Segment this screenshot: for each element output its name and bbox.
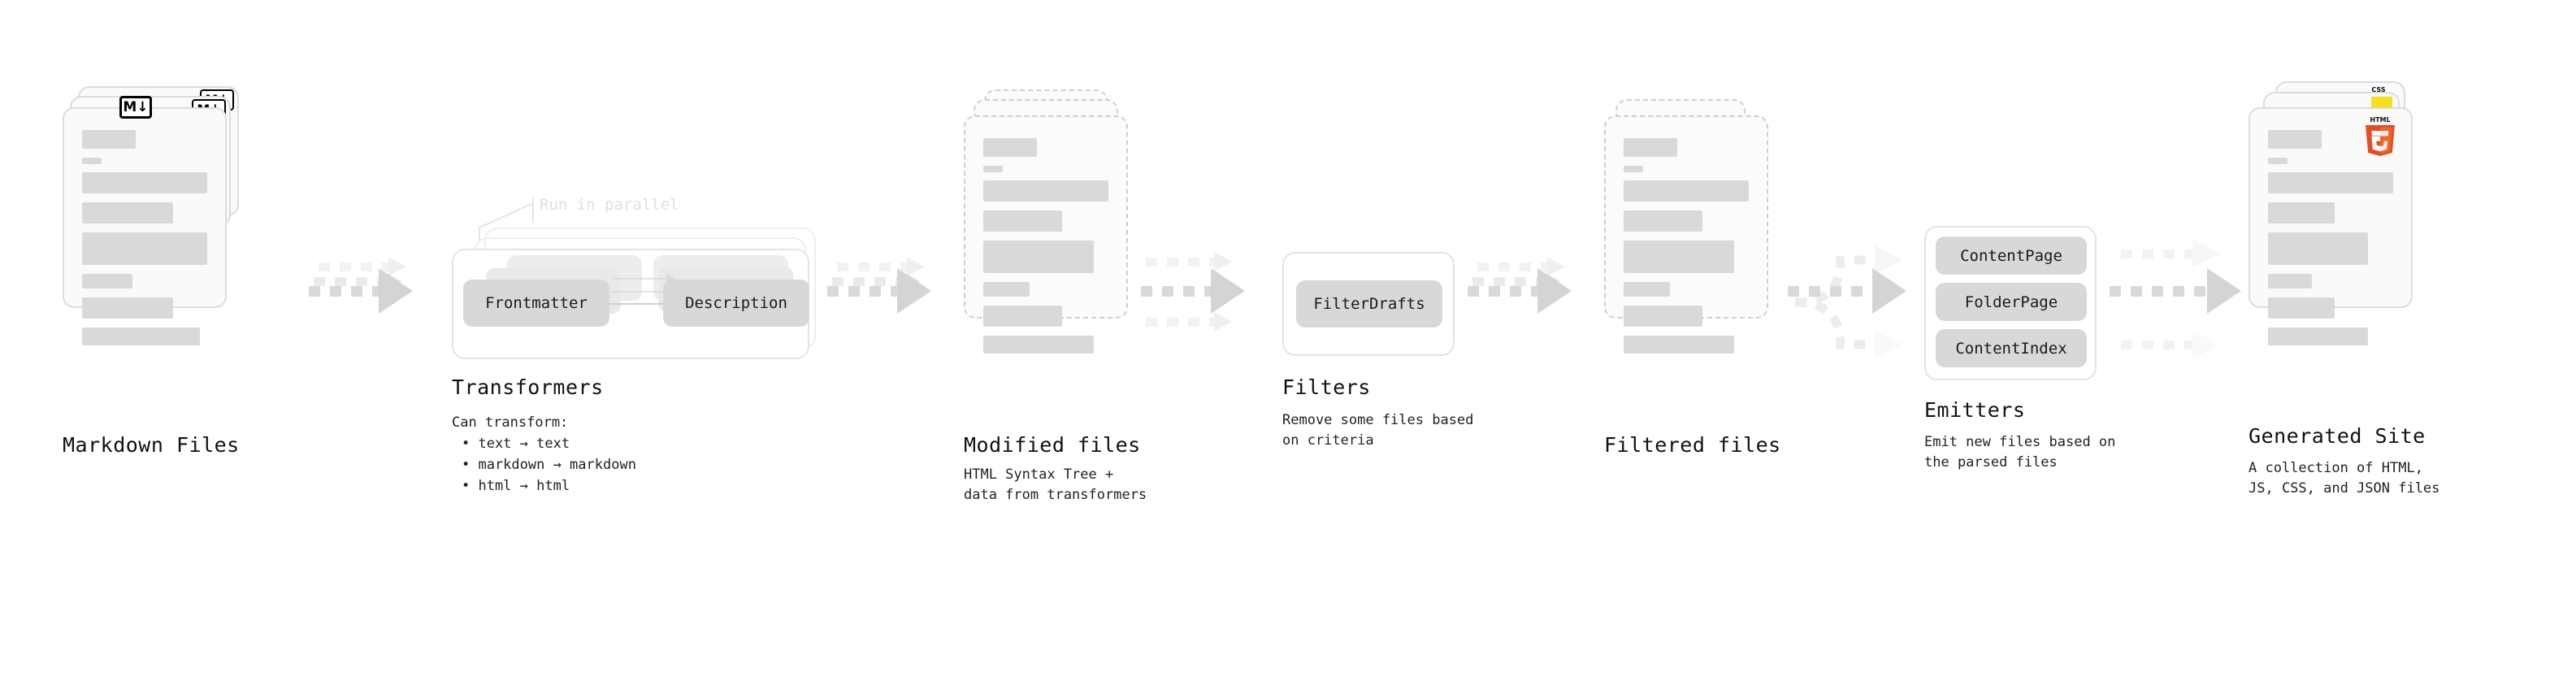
content-bar	[1624, 210, 1703, 232]
content-bar	[983, 138, 1037, 157]
site-file-card-front	[2249, 107, 2413, 345]
content-bar	[983, 166, 1003, 172]
markdown-icon-label: M↓	[123, 98, 149, 115]
content-bar	[82, 297, 174, 319]
modified-file-card-front	[964, 115, 1128, 354]
content-bar	[1624, 336, 1734, 354]
emitter-chip-contentindex[interactable]: ContentIndex	[1936, 329, 2087, 367]
transformer-inner-arrow-1	[605, 299, 672, 309]
arrow-layer-3	[2121, 239, 2227, 268]
content-bar	[82, 202, 174, 223]
run-in-parallel-bracket	[479, 197, 534, 241]
content-bar	[2268, 232, 2369, 265]
emitter-chip-contentindex-label: ContentIndex	[1955, 339, 2067, 358]
content-bar	[1624, 241, 1734, 273]
arrow-layer-1	[827, 268, 931, 314]
content-bar	[983, 282, 1030, 297]
site-card-bars	[2268, 130, 2393, 354]
arrow-layer-1	[1468, 268, 1572, 314]
content-bar	[1624, 138, 1677, 157]
content-bar	[82, 130, 136, 149]
markdown-file-card-front	[63, 107, 227, 345]
transformers-bullet-1: • text → text	[462, 436, 570, 452]
content-bar	[2268, 158, 2288, 164]
content-bar	[983, 210, 1063, 232]
arrow-layer-3b	[2121, 330, 2227, 359]
content-bar	[2268, 202, 2335, 223]
transformers-bullet-2: • markdown → markdown	[462, 457, 636, 473]
content-bar	[82, 158, 102, 164]
arrow-layer-3b	[1146, 312, 1234, 332]
stage-label-emitters: Emitters	[1924, 398, 2026, 422]
content-bar	[983, 306, 1063, 327]
emitter-chip-contentpage[interactable]: ContentPage	[1936, 236, 2087, 275]
stage-label-markdown-files: Markdown Files	[63, 433, 240, 457]
content-bar	[1624, 282, 1670, 297]
content-bar	[1624, 306, 1703, 327]
content-bar	[82, 172, 207, 193]
stage-label-modified-files: Modified files	[964, 433, 1141, 457]
filtered-file-card-front	[1604, 115, 1768, 354]
emitters-caption-line-2: the parsed files	[1924, 454, 2058, 471]
arrow-layer-1	[1788, 268, 1910, 314]
transformer-chip-frontmatter-label: Frontmatter	[485, 294, 588, 312]
content-bar	[2268, 130, 2322, 149]
content-bar	[983, 241, 1094, 273]
stage-label-transformers: Transformers	[452, 375, 604, 399]
content-bar	[2268, 172, 2393, 193]
content-bar	[2268, 297, 2335, 319]
content-bar	[82, 232, 207, 265]
transformers-bullet-3: • html → html	[462, 478, 570, 494]
arrow-layer-1	[309, 268, 413, 314]
generated-site-caption-line-2: JS, CSS, and JSON files	[2249, 480, 2440, 497]
content-bar	[983, 180, 1108, 202]
stage-label-filtered-files: Filtered files	[1604, 433, 1781, 457]
modified-card-bars	[983, 138, 1108, 362]
emitters-caption-line-1: Emit new files based on	[1924, 434, 2116, 450]
transformer-chip-frontmatter[interactable]: Frontmatter	[463, 280, 609, 327]
modified-files-caption-line-2: data from transformers	[964, 487, 1147, 503]
transformers-caption: Can transform:	[452, 414, 569, 431]
generated-site-caption-line-1: A collection of HTML,	[2249, 460, 2423, 476]
stage-label-filters: Filters	[1282, 375, 1371, 399]
run-in-parallel-note: Run in parallel	[540, 196, 679, 214]
content-bar	[1624, 180, 1749, 202]
filtered-card-bars	[1624, 138, 1749, 362]
css-icon-label: CSS	[2371, 86, 2386, 93]
stage-label-generated-site: Generated Site	[2249, 424, 2426, 448]
html5-icon: HTML	[2366, 116, 2395, 156]
arrow-fan-head-bottom	[1875, 330, 1910, 359]
modified-files-caption-line-1: HTML Syntax Tree +	[964, 466, 1114, 483]
filters-caption-line-2: on criteria	[1282, 432, 1374, 449]
content-bar	[2268, 274, 2312, 288]
content-bar	[2268, 327, 2369, 345]
emitter-chip-folderpage-label: FolderPage	[1964, 293, 2058, 311]
transformer-chip-description[interactable]: Description	[663, 280, 809, 327]
content-bar	[1624, 166, 1643, 172]
transformer-chip-description-label: Description	[685, 294, 787, 312]
filters-caption-line-1: Remove some files based	[1282, 412, 1474, 428]
transformer-inner-arrow-3	[613, 274, 675, 284]
markdown-card-bars	[82, 130, 207, 354]
content-bar	[983, 336, 1094, 354]
markdown-icon: M↓	[119, 96, 152, 119]
arrow-layer-3	[1146, 252, 1234, 271]
filter-chip-filterdrafts[interactable]: FilterDrafts	[1296, 280, 1442, 327]
emitter-chip-folderpage[interactable]: FolderPage	[1936, 283, 2087, 321]
js-icon	[2371, 97, 2392, 110]
filter-chip-filterdrafts-label: FilterDrafts	[1313, 295, 1425, 313]
content-bar	[82, 327, 200, 345]
arrow-fan-head-top	[1875, 245, 1910, 275]
arrow-layer-1	[1141, 268, 1245, 314]
svg-text:HTML: HTML	[2370, 116, 2390, 124]
arrow-layer-1	[2110, 268, 2241, 314]
arrow-fan-paths	[1794, 255, 1873, 349]
content-bar	[82, 274, 132, 288]
emitter-chip-contentpage-label: ContentPage	[1960, 246, 2062, 265]
